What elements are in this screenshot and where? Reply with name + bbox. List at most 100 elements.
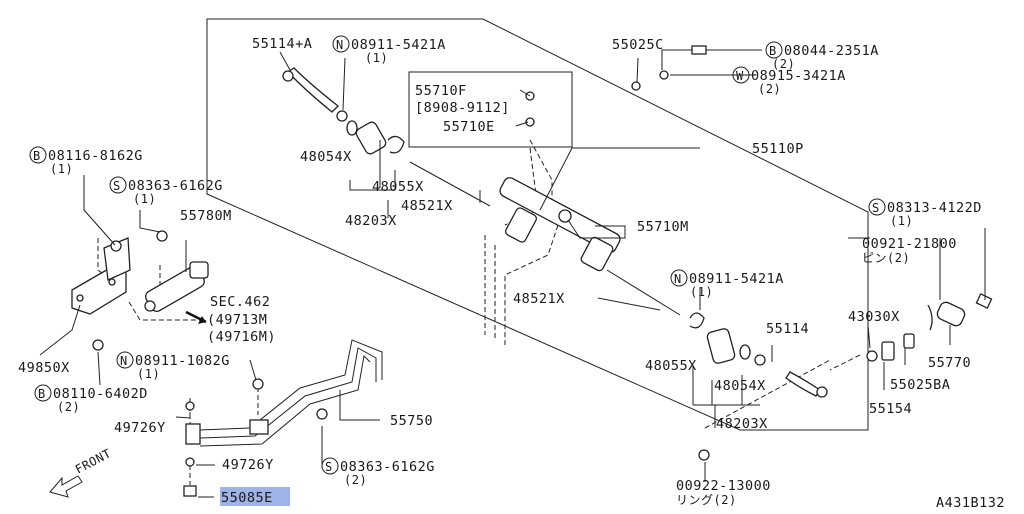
label-49850x[interactable]: 49850X: [18, 360, 70, 376]
ring-00922: [698, 449, 710, 461]
label-55780m[interactable]: 55780M: [180, 208, 232, 224]
nut-top: [336, 110, 348, 122]
clip-bottom: [689, 312, 705, 329]
tie-rod-bottom: [785, 371, 821, 397]
boot-top: [355, 121, 387, 155]
label-48055x-bot[interactable]: 48055X: [645, 358, 697, 374]
label-w-08915[interactable]: 08915-3421A: [751, 68, 846, 84]
label-49726y-b[interactable]: 49726Y: [222, 457, 274, 473]
label-00922[interactable]: 00922-13000: [676, 478, 771, 494]
svg-text:B: B: [33, 149, 41, 163]
svg-text:FRONT: FRONT: [73, 446, 114, 476]
tie-rod-end-top: [282, 70, 294, 82]
bracket-49850x: [71, 237, 131, 315]
prefix-markers: N B W B S S N N B S: [29, 35, 886, 475]
label-55085e[interactable]: 55085E: [221, 490, 273, 506]
inset-box: [408, 71, 573, 148]
clip-top: [387, 135, 405, 154]
valve-55780m: [144, 261, 209, 312]
label-s-08363-bot[interactable]: 08363-6162G: [340, 459, 435, 475]
label-55710f[interactable]: 55710F: [415, 83, 467, 99]
ring-bottom: [739, 344, 751, 360]
bolt-08044: [691, 45, 707, 55]
label-48054x-bot[interactable]: 48054X: [714, 378, 766, 394]
label-55154[interactable]: 55154: [869, 401, 912, 417]
bolt-08363-bottom: [316, 408, 328, 420]
label-55710f-range: [8908-9112]: [415, 100, 510, 116]
svg-text:N: N: [120, 354, 128, 368]
label-b-08110[interactable]: 08110-6402D: [53, 386, 148, 402]
label-49716m[interactable]: (49716M): [207, 329, 276, 345]
sec-arrow-head: [198, 316, 206, 324]
label-55114a[interactable]: 55114+A: [252, 36, 312, 52]
steering-rack: [499, 91, 621, 272]
svg-text:S: S: [113, 179, 121, 193]
leader-lines: [39, 49, 986, 498]
label-b-08116[interactable]: 08116-8162G: [48, 148, 143, 164]
qty-b-08116: (1): [50, 162, 73, 176]
label-48054x-top[interactable]: 48054X: [300, 149, 352, 165]
bracket-55770: [936, 301, 966, 327]
qty-s-08363-top: (1): [133, 192, 156, 206]
boot-bottom: [706, 328, 736, 364]
label-48521x-top[interactable]: 48521X: [401, 198, 453, 214]
label-55710e[interactable]: 55710E: [443, 119, 495, 135]
label-55114[interactable]: 55114: [766, 321, 809, 337]
pin-00921: [927, 304, 933, 331]
front-arrow: FRONT: [49, 446, 114, 498]
sub-00922: リング(2): [676, 493, 737, 507]
label-43030x[interactable]: 43030X: [848, 309, 900, 325]
label-s-08313[interactable]: 08313-4122D: [887, 200, 982, 216]
qty-n-08911-mid: (1): [690, 285, 713, 299]
label-55770[interactable]: 55770: [928, 355, 971, 371]
label-48203x-top[interactable]: 48203X: [345, 213, 397, 229]
union-49726y: [185, 423, 201, 445]
label-48521x-mid[interactable]: 48521X: [513, 291, 565, 307]
svg-text:W: W: [736, 69, 744, 83]
label-55110p[interactable]: 55110P: [752, 141, 804, 157]
washer-08915: [659, 70, 669, 80]
svg-text:N: N: [674, 272, 682, 286]
label-n-08911-top[interactable]: 08911-5421A: [351, 37, 446, 53]
qty-b-08110: (2): [57, 400, 80, 414]
label-49713m[interactable]: (49713M: [207, 312, 267, 328]
svg-text:B: B: [769, 44, 777, 58]
nut-bottom: [754, 354, 766, 366]
label-55025ba[interactable]: 55025BA: [890, 377, 950, 393]
svg-text:N: N: [336, 38, 344, 52]
washer-55025c: [631, 81, 641, 91]
label-n-08911-mid[interactable]: 08911-5421A: [689, 271, 784, 287]
label-00921[interactable]: 00921-21800: [862, 236, 957, 252]
washer-43030x: [866, 350, 878, 362]
nut-55154: [881, 341, 895, 361]
label-s-08363-top[interactable]: 08363-6162G: [128, 178, 223, 194]
qty-w-08915: (2): [758, 82, 781, 96]
washer-49726y-b: [185, 457, 195, 467]
label-b-08044[interactable]: 08044-2351A: [784, 43, 879, 59]
housing-outline: [206, 18, 869, 431]
screw-08313: [975, 293, 993, 309]
qty-n-08911-top: (1): [365, 51, 388, 65]
label-n-08911-1082g[interactable]: 08911-1082G: [135, 353, 230, 369]
qty-s-08313: (1): [890, 214, 913, 228]
tie-rod-end-bottom: [816, 386, 828, 398]
sub-00921: ピン(2): [862, 251, 910, 265]
bolt-08363-top: [156, 230, 168, 242]
hose-clamp: [249, 419, 269, 435]
label-55750[interactable]: 55750: [390, 413, 433, 429]
svg-text:S: S: [872, 201, 880, 215]
label-sec462[interactable]: SEC.462: [210, 294, 270, 310]
label-55710m[interactable]: 55710M: [637, 219, 689, 235]
tie-rod-top: [286, 67, 339, 113]
svg-text:S: S: [325, 460, 333, 474]
qty-b-08044: (2): [772, 57, 795, 71]
label-48203x-bot[interactable]: 48203X: [716, 416, 768, 432]
label-55025c[interactable]: 55025C: [612, 37, 664, 53]
bolt-08110: [92, 339, 104, 351]
bolt-55025ba: [903, 333, 915, 349]
highlight-55085e: [220, 487, 290, 506]
label-49726y-a[interactable]: 49726Y: [114, 420, 166, 436]
label-48055x-top[interactable]: 48055X: [372, 179, 424, 195]
